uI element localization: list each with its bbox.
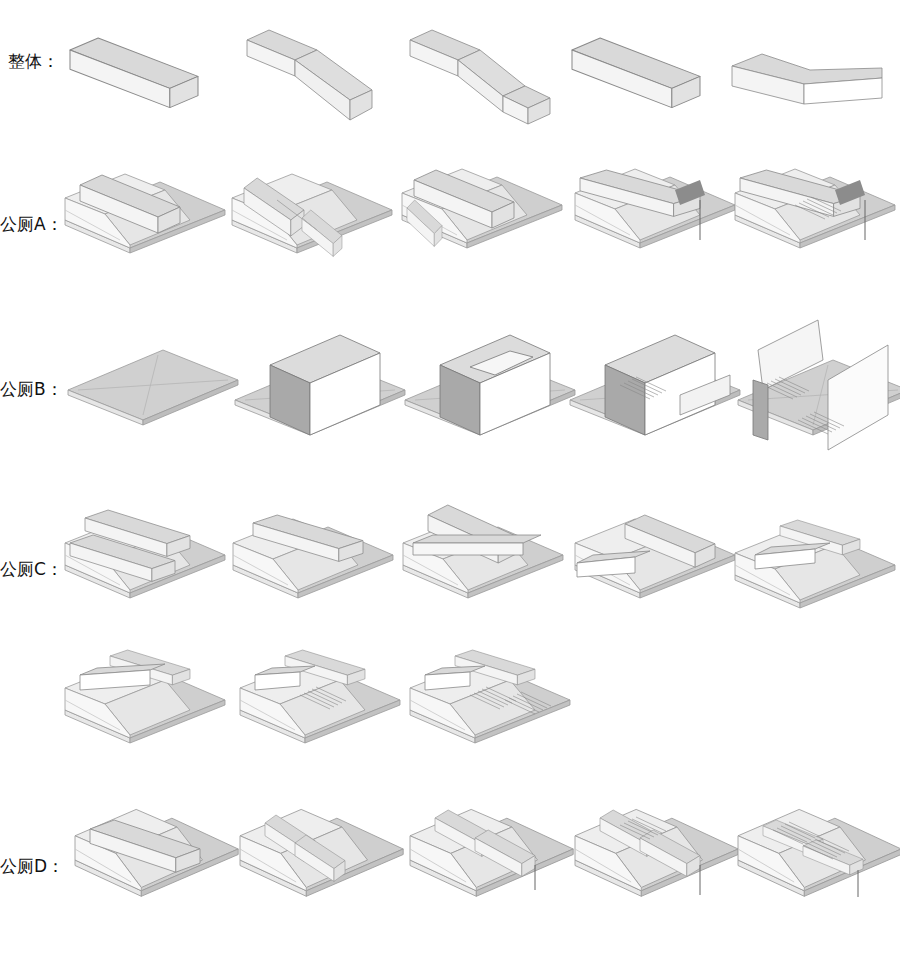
row-label: 公厕B：: [0, 378, 63, 401]
row-label: 公厕C：: [0, 558, 63, 581]
row-label: 公厕D：: [0, 855, 64, 878]
row-label: 整体：: [8, 50, 59, 73]
row-label: 公厕A：: [0, 213, 63, 236]
